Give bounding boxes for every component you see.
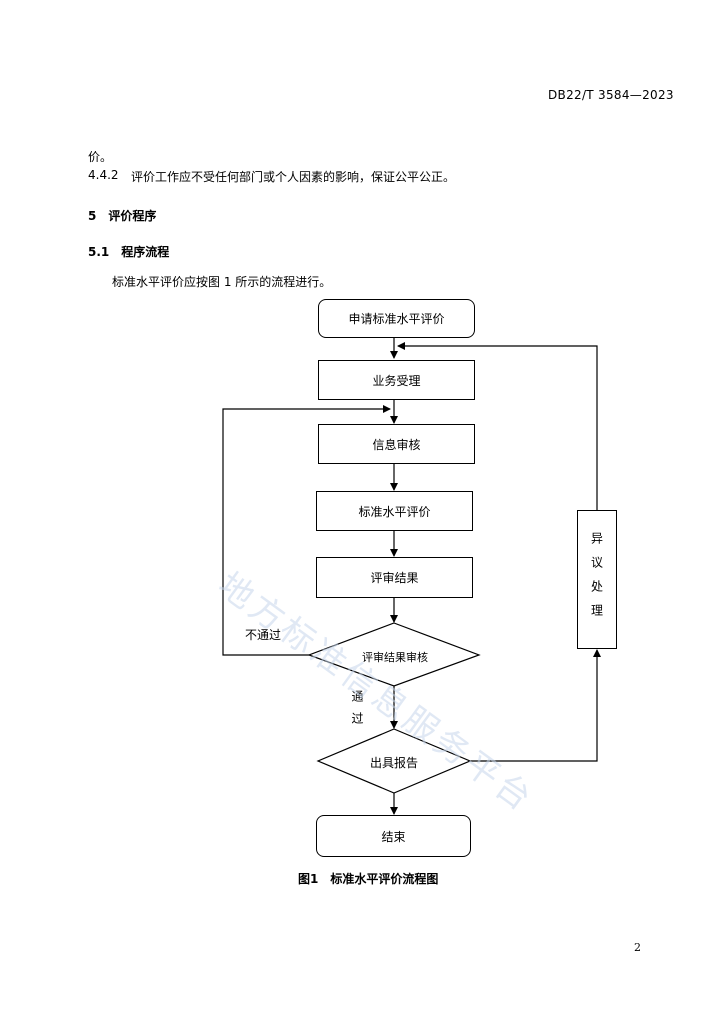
flow-node-accept: 业务受理 (318, 360, 475, 400)
flow-node-evaluate: 标准水平评价 (316, 491, 473, 531)
flow-node-issue-report-label: 出具报告 (370, 756, 419, 770)
diamond-issue-report (316, 728, 472, 794)
figure-caption: 图1 标准水平评价流程图 (298, 872, 439, 886)
clause-4-4-2-text: 评价工作应不受任何部门或个人因素的影响，保证公平公正。 (131, 170, 456, 184)
intro-paragraph: 标准水平评价应按图 1 所示的流程进行。 (112, 275, 332, 289)
flow-node-objection-label: 异议处理 (589, 531, 604, 628)
diamond-result-check (307, 622, 481, 687)
flow-node-objection: 异议处理 (577, 510, 617, 649)
flow-node-end: 结束 (316, 815, 471, 857)
section-5-1-heading: 5.1 程序流程 (88, 245, 170, 259)
flow-node-apply: 申请标准水平评价 (318, 299, 475, 338)
page-number: 2 (634, 941, 641, 954)
arrow-fail-loop (222, 405, 391, 656)
edge-label-fail: 不通过 (245, 628, 282, 642)
clause-4-4-2-number: 4.4.2 (88, 168, 119, 182)
flow-node-review-result: 评审结果 (316, 557, 473, 598)
paragraph-continuation: 价。 (88, 150, 113, 164)
edge-label-pass: 通过 (350, 690, 364, 734)
flow-node-result-check-label: 评审结果审核 (362, 651, 428, 664)
arrow-report-to-objection (470, 649, 601, 762)
section-5-heading: 5 评价程序 (88, 209, 157, 223)
arrow-objection-to-accept (397, 342, 598, 510)
flow-node-info-review: 信息审核 (318, 424, 475, 464)
document-code: DB22/T 3584—2023 (548, 88, 674, 102)
